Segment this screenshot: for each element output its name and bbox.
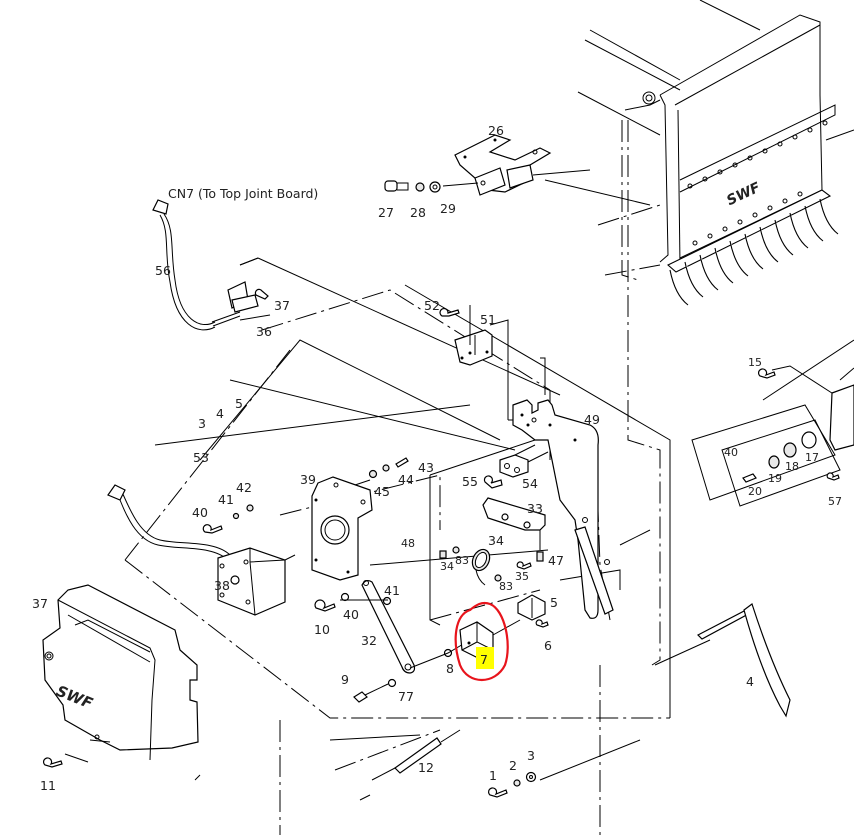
- label-5-right: 5: [550, 595, 558, 610]
- label-44: 42: [236, 480, 252, 495]
- label-34-left: 34: [440, 560, 454, 573]
- label-53: 52: [424, 298, 440, 313]
- part-labels: CN7 (To Top Joint Board) 26 27 28 29 56 …: [32, 123, 842, 793]
- label-40: 40: [343, 607, 359, 622]
- label-6: 6: [544, 638, 552, 653]
- label-46: 44: [398, 472, 414, 487]
- motor-plate-39: [311, 457, 409, 581]
- label-31: 32: [361, 633, 377, 648]
- label-58: 57: [828, 495, 842, 508]
- label-29: 29: [440, 201, 456, 216]
- label-34-right: 35: [515, 570, 529, 583]
- brand-logo-head: SWF: [724, 180, 763, 210]
- label-2: 2: [509, 758, 517, 773]
- label-8: 8: [446, 661, 454, 676]
- label-45: 43: [418, 460, 434, 475]
- right-bracket-assembly: [691, 339, 854, 507]
- sensor-35-cable-57: [152, 199, 269, 331]
- label-4-hook: 4: [746, 674, 754, 689]
- motor-cover-37: SWF: [42, 584, 199, 768]
- part-7-label-highlight: [476, 647, 494, 669]
- label-51: 49: [584, 412, 600, 427]
- label-10: 10: [314, 622, 330, 637]
- red-circle-annotation: [454, 601, 509, 681]
- label-77: 77: [398, 689, 414, 704]
- label-19: 19: [768, 472, 782, 485]
- label-39: 39: [300, 472, 316, 487]
- label-15: 15: [748, 356, 762, 369]
- label-54: 53: [193, 450, 209, 465]
- label-11: 12: [418, 760, 434, 775]
- embroidery-head-illustration: SWF: [577, 0, 854, 306]
- label-37: 37: [32, 596, 48, 611]
- label-18: 18: [785, 460, 799, 473]
- label-32: 33: [527, 501, 543, 516]
- hook-4: [696, 603, 791, 718]
- part-7-highlight: [454, 601, 509, 681]
- label-35: 36: [256, 324, 272, 339]
- label-36: 37: [274, 298, 290, 313]
- label-12: 11: [40, 778, 56, 793]
- label-4-left: 4: [216, 406, 224, 421]
- label-17: 17: [805, 451, 819, 464]
- bracket-26-assembly: [384, 134, 591, 196]
- shaft-11: [371, 729, 537, 798]
- label-55: 54: [522, 476, 538, 491]
- label-33: 34: [488, 533, 504, 548]
- part-5-block: [517, 594, 549, 628]
- label-7: 7: [480, 652, 488, 667]
- label-83-right: 83: [499, 580, 513, 593]
- label-1: 1: [489, 768, 497, 783]
- label-38: 38: [214, 578, 230, 593]
- label-48: 47: [548, 553, 564, 568]
- label-47: 45: [374, 484, 390, 499]
- label-27: 27: [378, 205, 394, 220]
- label-26: 26: [488, 123, 504, 138]
- label-9: 9: [341, 672, 349, 687]
- label-42: 40: [192, 505, 208, 520]
- label-41: 41: [384, 583, 400, 598]
- assembly-guide-lines: [124, 120, 711, 835]
- connector-note-cn7: CN7 (To Top Joint Board): [168, 186, 318, 201]
- plate-51: [512, 399, 614, 619]
- stepper-motor-38: [107, 484, 296, 616]
- label-56: 55: [462, 474, 478, 489]
- label-57: 56: [155, 263, 171, 278]
- label-5-left: 5: [235, 396, 243, 411]
- label-28: 28: [410, 205, 426, 220]
- label-52: 51: [480, 312, 496, 327]
- label-43: 41: [218, 492, 234, 507]
- label-3-left: 3: [198, 416, 206, 431]
- block-55-pin-56: [483, 444, 549, 489]
- label-20: 20: [748, 485, 762, 498]
- label-49: 48: [401, 537, 415, 550]
- bracket-52: [439, 305, 546, 421]
- label-40-right: 40: [724, 446, 738, 459]
- label-83-left: 83: [455, 554, 469, 567]
- lever-32-spring-33: [439, 497, 546, 586]
- label-3-bottom: 3: [527, 748, 535, 763]
- link-arm-31: [314, 579, 466, 703]
